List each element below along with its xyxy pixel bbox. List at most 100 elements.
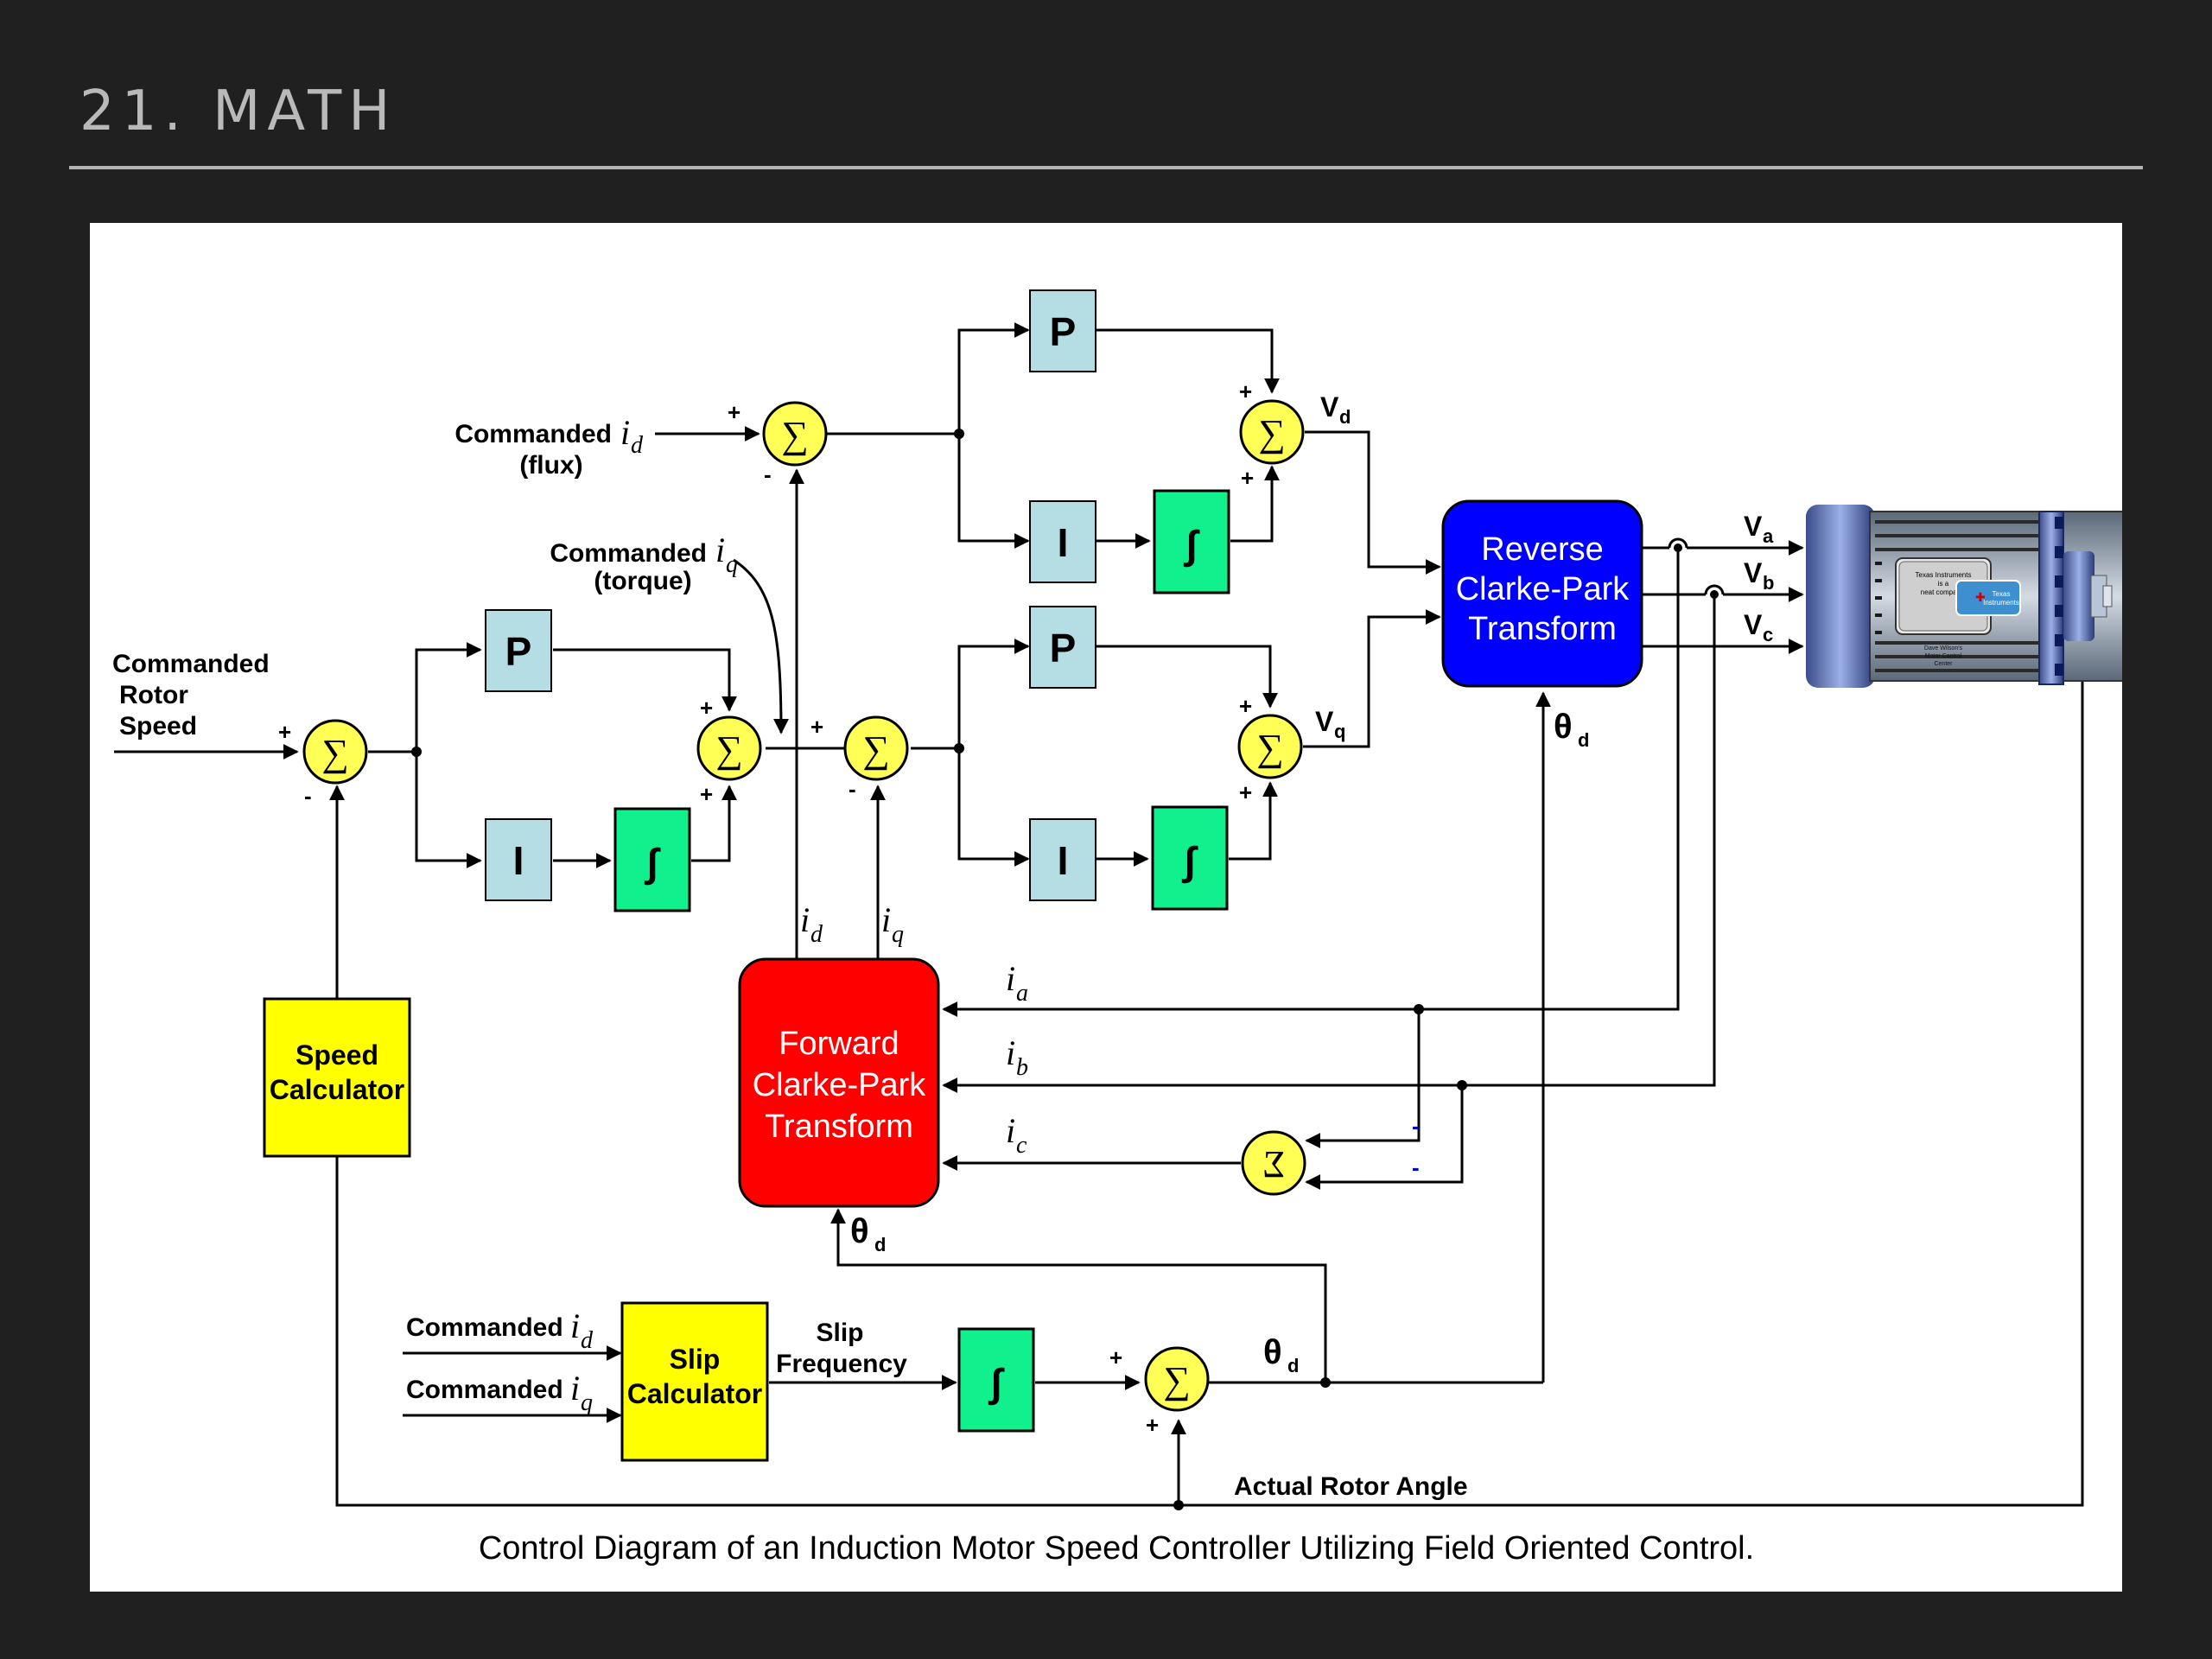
label-ia: i a	[1006, 959, 1028, 1007]
junction-dots	[411, 429, 1719, 1510]
svg-text:I: I	[513, 838, 524, 883]
svg-text:∑: ∑	[781, 414, 808, 456]
i-block-speed: I	[485, 818, 552, 901]
svg-text:d: d	[581, 1327, 594, 1354]
label-theta-d-forward: θ d	[850, 1212, 886, 1255]
svg-text:d: d	[874, 1234, 886, 1255]
summer-iq-ref: ∑	[696, 715, 762, 781]
svg-text:d: d	[631, 432, 644, 459]
svg-text:∑: ∑	[1258, 412, 1285, 454]
svg-text:+: +	[1109, 1344, 1122, 1370]
summer-vq: ∑	[1237, 714, 1303, 779]
summer-iq-error: ∑	[843, 715, 909, 781]
svg-text:Σ: Σ	[1262, 1143, 1285, 1185]
foc-control-diagram: P I P I P I ∫ ∫ ∫ ∫ ∑ ∑	[112, 289, 2122, 1567]
svg-text:d: d	[810, 921, 823, 948]
svg-text:Calculator: Calculator	[627, 1378, 762, 1409]
svg-text:Center: Center	[1934, 661, 1953, 667]
p-block-q: P	[1029, 606, 1096, 689]
svg-text:Commanded: Commanded	[550, 539, 707, 568]
svg-text:∫: ∫	[988, 1360, 1005, 1406]
p-block-d: P	[1029, 289, 1096, 372]
svg-text:b: b	[1016, 1054, 1028, 1081]
svg-text:+: +	[700, 781, 713, 807]
label-slip-commanded-iq: Commanded i q	[406, 1369, 593, 1416]
svg-text:Dave Wilson's: Dave Wilson's	[1924, 645, 1963, 652]
svg-text:Speed: Speed	[296, 1039, 378, 1071]
svg-text:∑: ∑	[321, 732, 348, 774]
svg-text:I: I	[1058, 520, 1069, 565]
svg-text:∑: ∑	[1163, 1359, 1190, 1402]
svg-text:i: i	[1006, 959, 1015, 998]
svg-text:∑: ∑	[862, 728, 889, 771]
svg-text:Commanded: Commanded	[406, 1376, 563, 1404]
label-ic: i c	[1006, 1111, 1027, 1159]
label-vc: V c	[1744, 609, 1773, 645]
svg-text:+: +	[1239, 693, 1252, 719]
svg-text:V: V	[1315, 706, 1334, 737]
svg-text:Commanded: Commanded	[454, 420, 612, 448]
label-theta-d-reverse: θ d	[1554, 708, 1589, 751]
svg-text:P: P	[1050, 309, 1077, 354]
slip-calculator: Slip Calculator	[620, 1301, 769, 1462]
svg-text:i: i	[1006, 1111, 1015, 1150]
svg-text:i: i	[800, 900, 810, 939]
label-slip-commanded-id: Commanded i d	[406, 1306, 594, 1354]
integrator-d: ∫	[1153, 489, 1230, 594]
summer-ic: Σ	[1241, 1130, 1306, 1196]
label-va: V a	[1744, 511, 1774, 547]
forward-clarke-park-transform: Forward Clarke-Park Transform	[738, 957, 940, 1208]
svg-text:Transform: Transform	[1468, 611, 1617, 647]
induction-motor-image: Texas Instruments is a neat company! ✚ T…	[1806, 505, 2122, 688]
svg-text:i: i	[570, 1369, 580, 1408]
label-vq: V q	[1315, 706, 1345, 742]
label-commanded-id-flux: Commanded i d (flux)	[454, 413, 644, 480]
svg-text:-: -	[304, 783, 312, 809]
svg-text:Speed: Speed	[119, 712, 197, 741]
integrator-q: ∫	[1151, 805, 1229, 911]
svg-text:+: +	[1146, 1412, 1159, 1438]
svg-text:∫: ∫	[1181, 838, 1198, 884]
svg-text:i: i	[881, 900, 891, 939]
integrator-speed: ∫	[613, 807, 691, 912]
svg-text:-: -	[764, 461, 772, 487]
svg-text:∫: ∫	[644, 840, 661, 886]
wires	[114, 322, 2084, 1507]
svg-text:Calculator: Calculator	[270, 1074, 404, 1105]
svg-text:d: d	[1578, 729, 1589, 751]
svg-text:Rotor: Rotor	[119, 681, 188, 709]
sign-labels: + - + + + - + - + + + + - - + +	[278, 378, 1420, 1438]
label-commanded-rotor-speed: Commanded Rotor Speed	[112, 650, 270, 741]
title-divider	[69, 166, 2143, 169]
label-actual-rotor-angle: Actual Rotor Angle	[1234, 1472, 1468, 1501]
svg-text:V: V	[1744, 511, 1763, 542]
summer-id-error: ∑	[762, 401, 828, 467]
reverse-clarke-park-transform: Reverse Clarke-Park Transform	[1441, 499, 1643, 688]
label-iq-feedback: i q	[881, 900, 904, 948]
svg-text:Texas: Texas	[1993, 590, 2011, 598]
svg-text:Frequency: Frequency	[776, 1350, 907, 1378]
svg-text:(torque): (torque)	[594, 567, 691, 595]
page-title: 21. MATH	[79, 79, 397, 143]
svg-text:-: -	[849, 776, 856, 802]
svg-text:+: +	[1239, 378, 1252, 404]
svg-text:d: d	[1287, 1355, 1299, 1376]
svg-text:✚: ✚	[1975, 590, 1986, 604]
svg-text:Clarke-Park: Clarke-Park	[1456, 571, 1630, 607]
svg-text:i: i	[1006, 1033, 1015, 1072]
svg-text:Instruments: Instruments	[1983, 599, 2019, 607]
svg-text:c: c	[1763, 624, 1773, 645]
svg-text:i: i	[715, 531, 725, 569]
svg-text:(flux): (flux)	[519, 451, 582, 480]
svg-text:is a: is a	[1938, 580, 1949, 588]
svg-text:+: +	[728, 399, 741, 425]
svg-text:+: +	[1241, 465, 1254, 491]
label-slip-frequency: Slip Frequency	[776, 1319, 907, 1378]
diagram-caption: Control Diagram of an Induction Motor Sp…	[479, 1530, 1754, 1567]
svg-text:q: q	[892, 921, 904, 948]
svg-text:Forward: Forward	[779, 1026, 899, 1062]
svg-text:-: -	[1412, 1113, 1420, 1139]
svg-text:Slip: Slip	[816, 1319, 863, 1347]
svg-text:q: q	[1334, 721, 1345, 742]
i-block-q: I	[1029, 818, 1096, 901]
